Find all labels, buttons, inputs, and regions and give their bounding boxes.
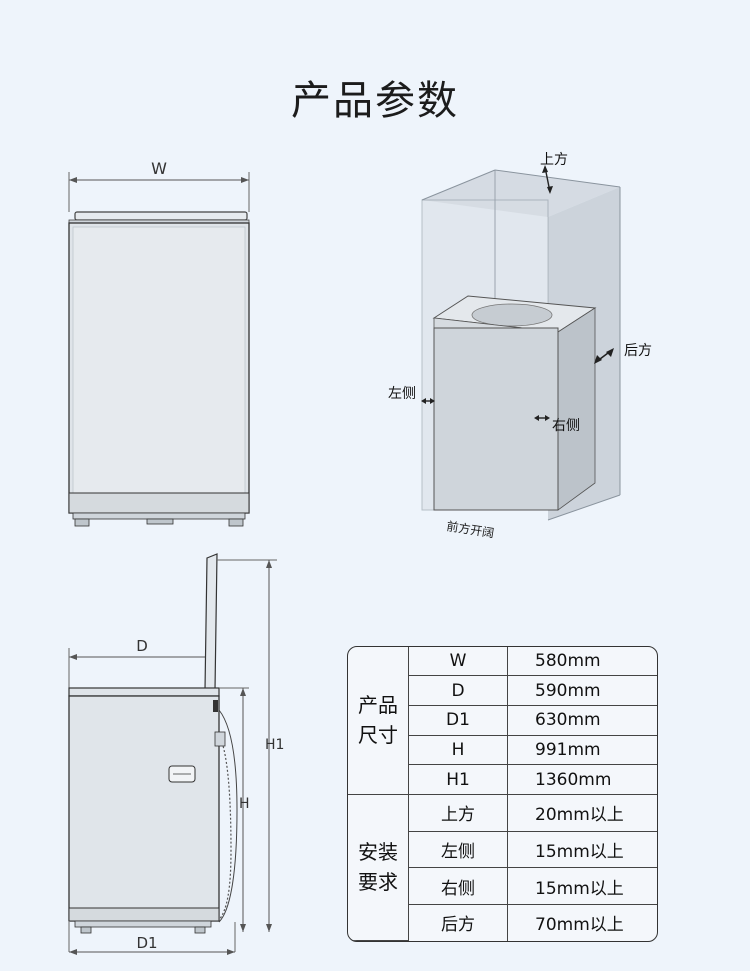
product-size-group: 产品尺寸	[348, 647, 409, 795]
spec-value-back: 70mm以上	[507, 903, 657, 941]
depth-1-label: D1	[136, 934, 157, 952]
installation-space-diagram: 上方 后方 左侧 右侧 前方开阔	[388, 152, 652, 540]
spec-value-left: 15mm以上	[507, 830, 657, 869]
spec-key-h1: H1	[408, 764, 508, 795]
spec-key-right: 右侧	[408, 867, 508, 905]
spec-key-w: W	[408, 647, 508, 677]
back-clearance-label: 后方	[624, 343, 652, 359]
spec-value-d1: 630mm	[507, 705, 657, 736]
top-clearance-label: 上方	[540, 152, 568, 168]
spec-value-w: 580mm	[507, 647, 657, 677]
spec-value-h: 991mm	[507, 734, 657, 766]
width-label: W	[151, 159, 167, 178]
spec-key-back: 后方	[408, 903, 508, 941]
spec-key-d: D	[408, 675, 508, 707]
height-label: H	[239, 796, 250, 812]
spec-table: 产品尺寸 W 580mm D 590mm D1 630mm H 991mm H1…	[347, 646, 658, 942]
depth-label: D	[136, 637, 148, 655]
total-height-label: H1	[265, 737, 284, 753]
right-clearance-label: 右侧	[552, 418, 580, 434]
spec-value-top: 20mm以上	[507, 793, 657, 832]
front-open-label: 前方开阔	[446, 518, 496, 540]
side-view-diagram: D H1 H D1	[68, 553, 284, 955]
page-title: 产品参数	[291, 78, 459, 124]
install-requirement-group: 安装要求	[348, 793, 409, 941]
spec-value-h1: 1360mm	[507, 764, 657, 795]
spec-key-left: 左侧	[408, 830, 508, 869]
spec-value-right: 15mm以上	[507, 867, 657, 905]
spec-value-d: 590mm	[507, 675, 657, 707]
spec-key-h: H	[408, 734, 508, 766]
left-clearance-label: 左侧	[388, 386, 416, 402]
spec-key-d1: D1	[408, 705, 508, 736]
spec-key-top: 上方	[408, 793, 508, 832]
front-view-diagram: W	[68, 159, 250, 527]
